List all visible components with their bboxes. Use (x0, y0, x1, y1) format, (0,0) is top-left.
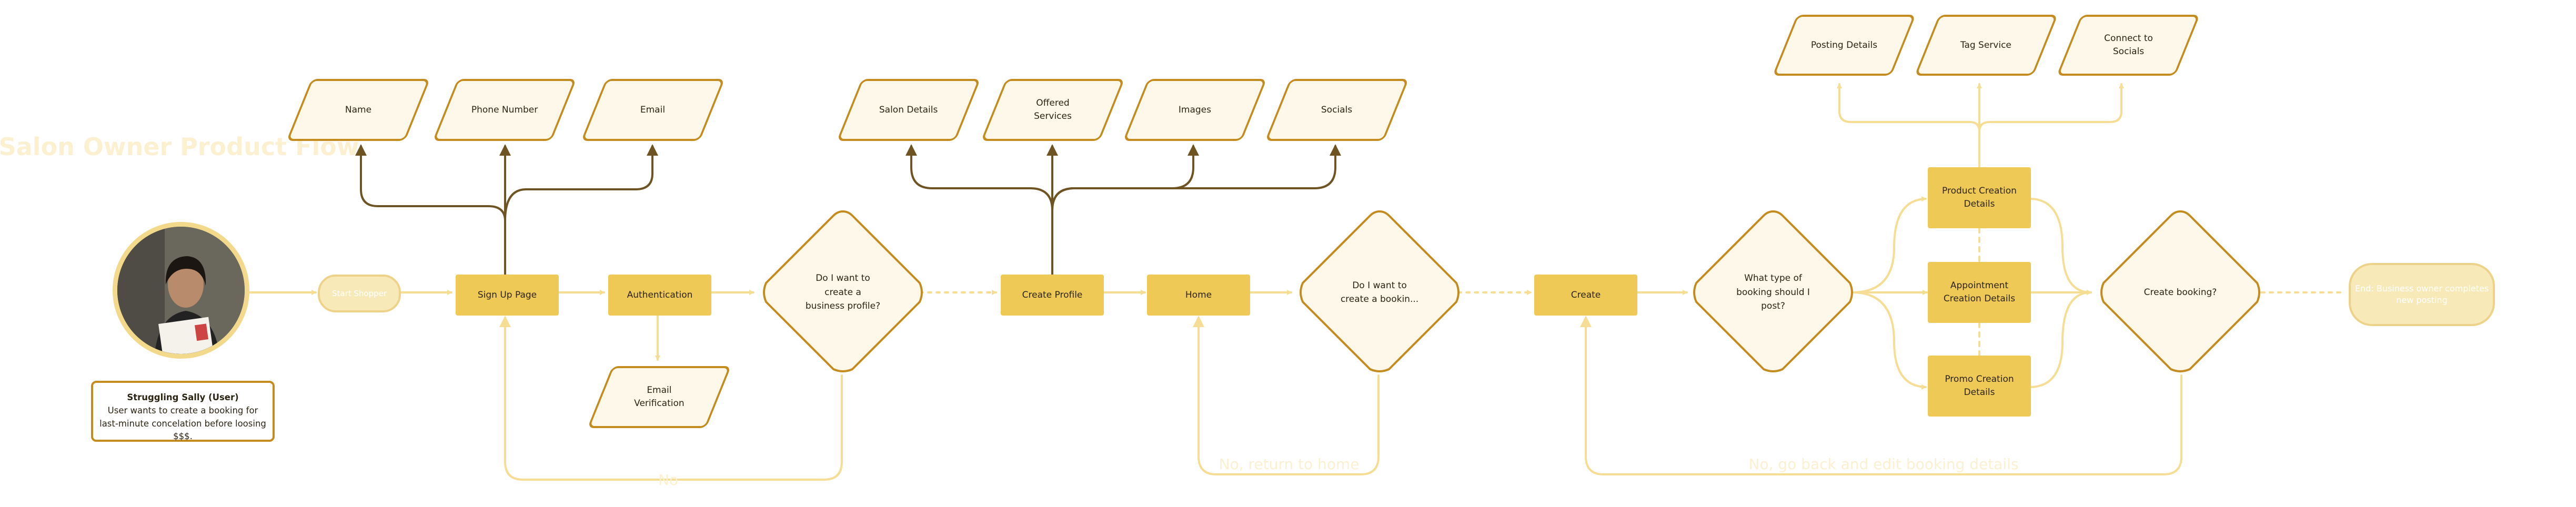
input-socials[interactable]: Socials (1265, 79, 1409, 141)
input-phone-number[interactable]: Phone Number (432, 79, 577, 141)
persona-photo (117, 227, 245, 354)
decision-booking[interactable]: Do I want to create a bookin... (1296, 209, 1463, 376)
product-branch (1837, 83, 2124, 168)
input-email-label: Email (640, 104, 666, 115)
loop-to-home (1193, 316, 1380, 475)
end-terminal[interactable]: End: Business owner completes new postin… (2349, 263, 2495, 326)
step-authentication[interactable]: Authentication (608, 275, 711, 316)
input-offered-services[interactable]: Offered Services (981, 79, 1125, 141)
input-posting-details[interactable]: Posting Details (1772, 15, 1916, 76)
signup-branch (355, 144, 658, 276)
input-salon-details[interactable]: Salon Details (837, 79, 981, 141)
input-email-verification-label: Email Verification (634, 385, 685, 409)
persona-card: Struggling Sally (User) User wants to cr… (91, 381, 275, 442)
step-signup[interactable]: Sign Up Page (456, 275, 559, 316)
step-promo-creation[interactable]: Promo Creation Details (1928, 356, 2031, 417)
input-phone-label: Phone Number (471, 104, 538, 115)
decision-booking-type-label: What type of booking should I post? (1736, 273, 1810, 312)
step-create-profile[interactable]: Create Profile (1001, 275, 1104, 316)
input-tag-service[interactable]: Tag Service (1914, 15, 2058, 76)
input-name-label: Name (345, 104, 372, 115)
loop-to-create (1580, 316, 2182, 475)
edge-label-no-home: No, return to home (1219, 455, 1360, 473)
decision-create-booking[interactable]: Create booking? (2097, 209, 2263, 376)
edge-label-no-create: No, go back and edit booking details (1748, 455, 2018, 473)
input-name[interactable]: Name (286, 79, 430, 141)
loop-to-signup (499, 316, 843, 481)
input-images-label: Images (1178, 104, 1212, 115)
persona-description: User wants to create a booking for last-… (99, 405, 266, 442)
input-images[interactable]: Images (1123, 79, 1267, 141)
input-email-verification[interactable]: Email Verification (587, 366, 731, 428)
edge-label-no-1: No (658, 471, 678, 489)
step-create[interactable]: Create (1534, 275, 1637, 316)
input-offered-label: Offered Services (1034, 98, 1072, 121)
profile-branch (905, 144, 1341, 276)
input-connect-socials[interactable]: Connect to Socials (2056, 15, 2200, 76)
persona-avatar (113, 222, 249, 359)
input-socials-label: Socials (1321, 104, 1353, 115)
input-posting-label: Posting Details (1810, 39, 1878, 50)
decision-create-booking-label: Create booking? (2144, 287, 2217, 298)
step-appointment-creation[interactable]: Appointment Creation Details (1928, 262, 2031, 323)
decision-booking-label: Do I want to create a bookin... (1340, 280, 1419, 305)
input-tag-label: Tag Service (1960, 39, 2012, 50)
decision-business-profile[interactable]: Do I want to create a business profile? (760, 209, 926, 376)
decision-business-profile-label: Do I want to create a business profile? (805, 273, 881, 312)
type-branches (1851, 196, 2092, 390)
step-home[interactable]: Home (1147, 275, 1250, 316)
input-salon-label: Salon Details (879, 104, 938, 115)
step-product-creation[interactable]: Product Creation Details (1928, 167, 2031, 228)
input-email[interactable]: Email (581, 79, 725, 141)
start-terminal[interactable]: Start Shopper (318, 275, 401, 312)
decision-booking-type[interactable]: What type of booking should I post? (1690, 209, 1856, 376)
input-connect-label: Connect to Socials (2104, 33, 2153, 57)
persona-name: Struggling Sally (User) (127, 392, 239, 402)
